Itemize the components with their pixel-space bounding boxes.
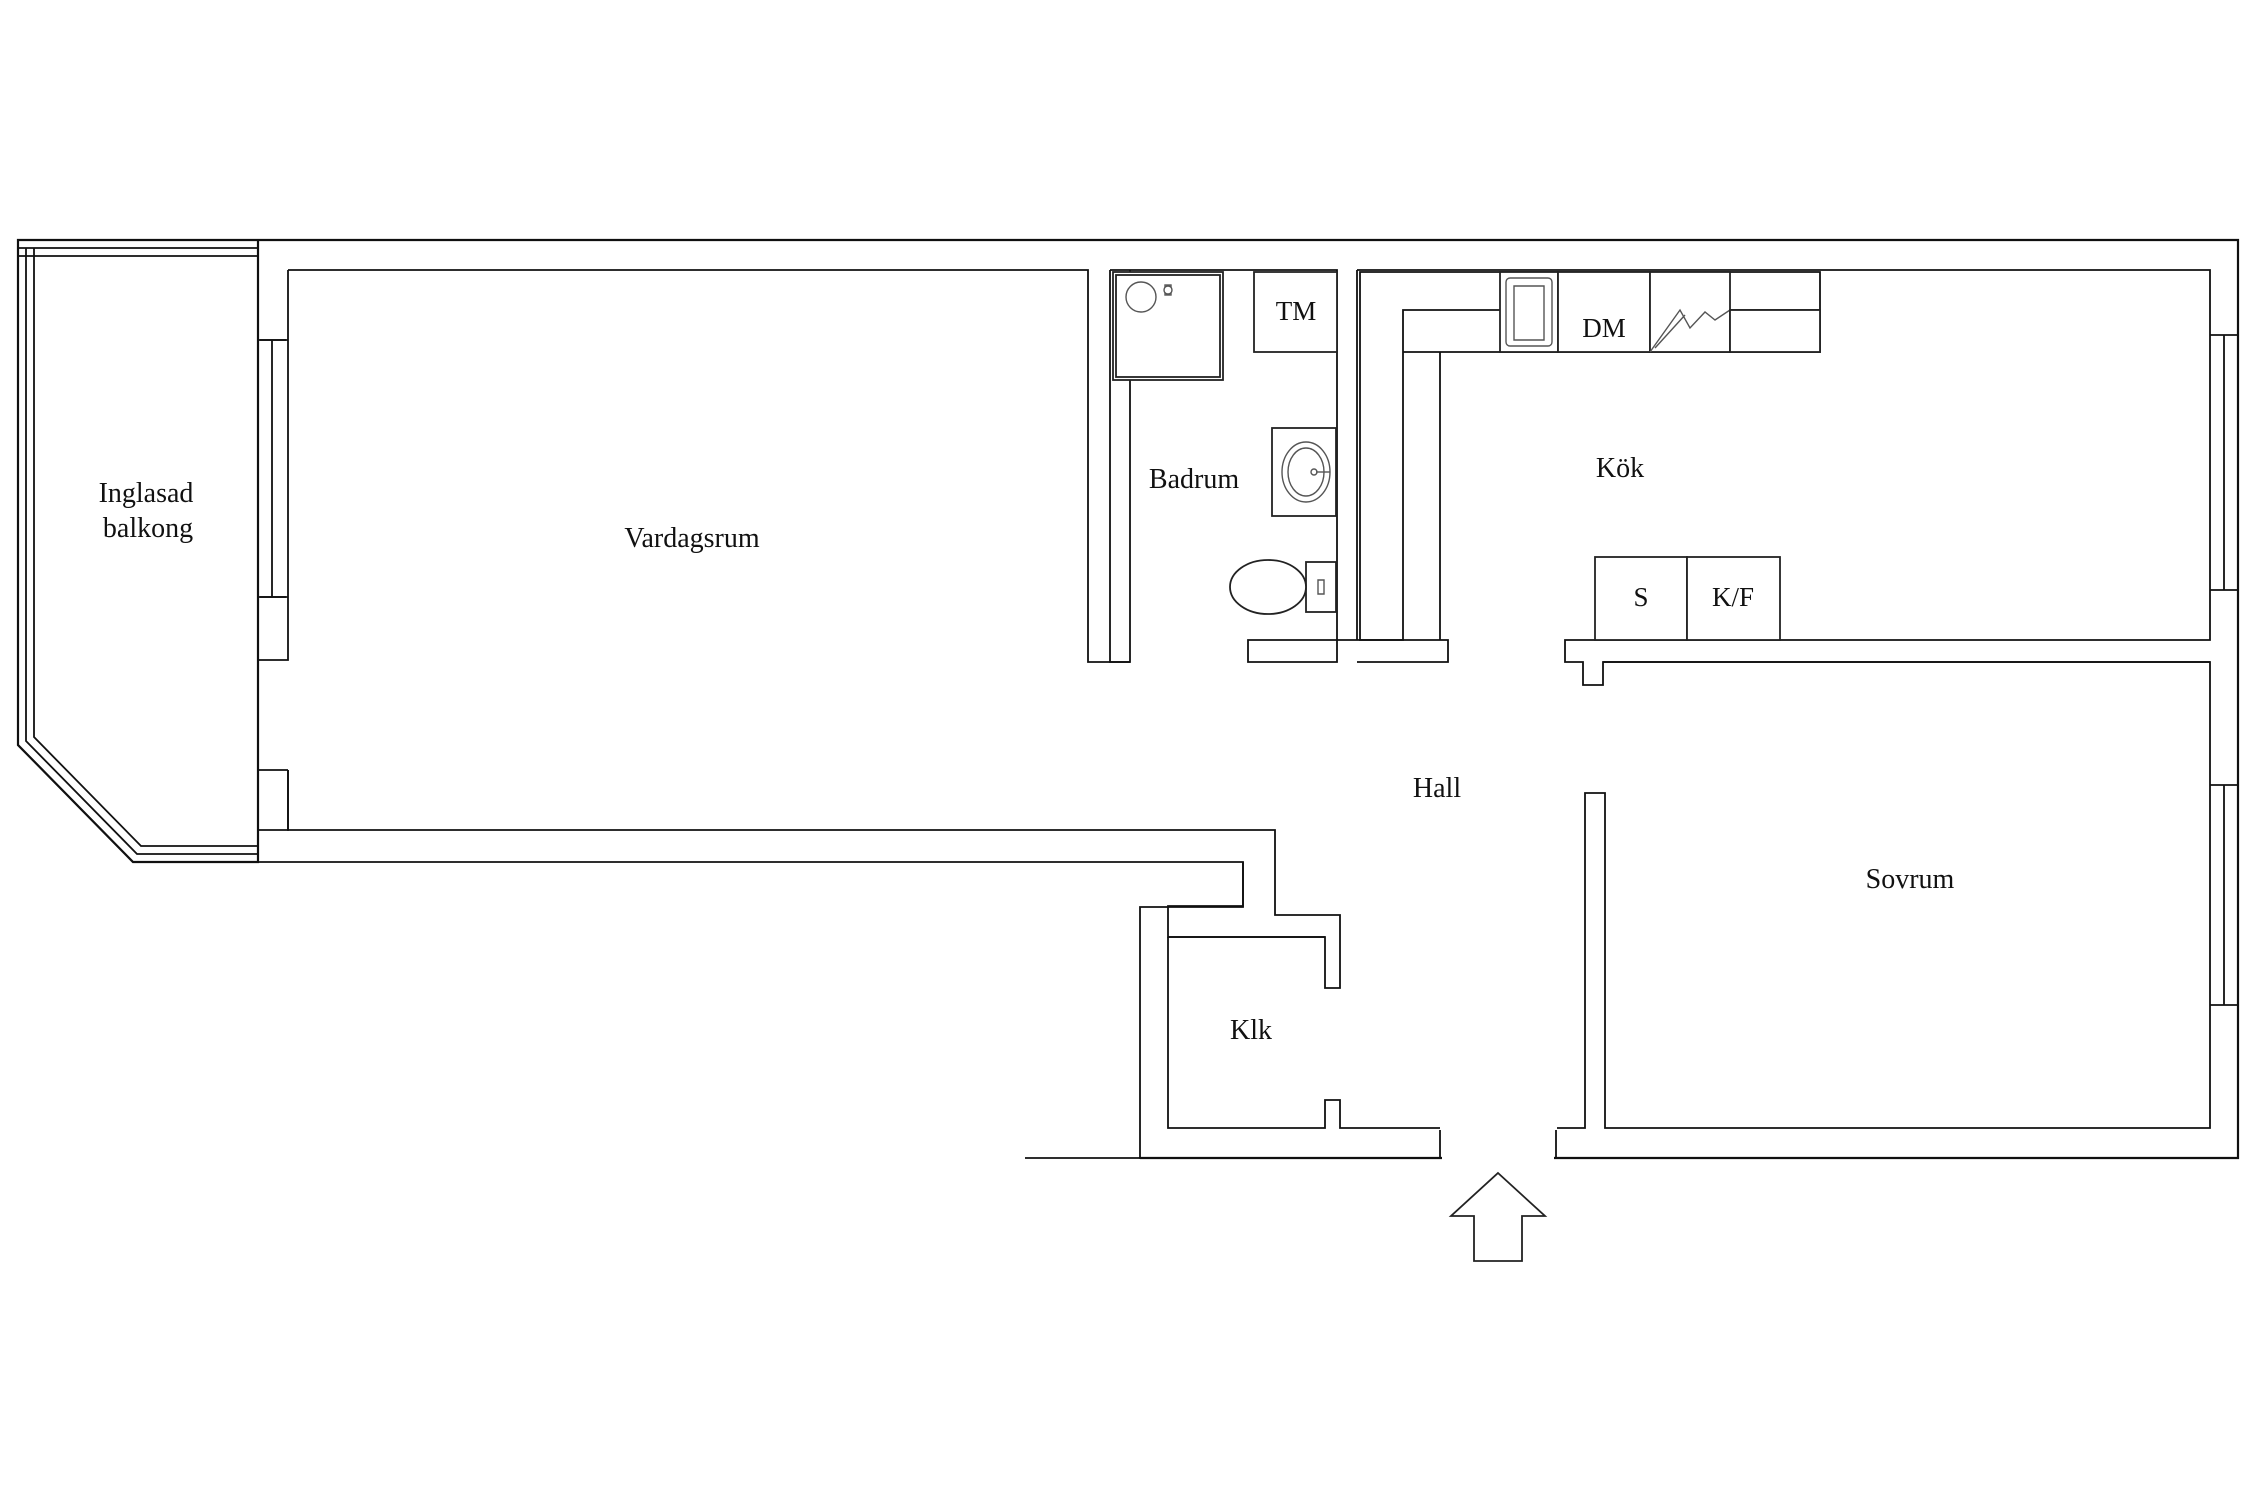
kf-label: K/F <box>1712 582 1754 612</box>
tm-box <box>1253 271 1338 353</box>
s-box <box>1594 556 1688 641</box>
s-label: S <box>1633 582 1648 612</box>
bathroom-label: Badrum <box>1149 464 1239 495</box>
kf-box <box>1686 556 1781 641</box>
bedroom-walls <box>1557 661 2238 1129</box>
counter-end <box>1729 309 1821 353</box>
hall-label: Hall <box>1413 773 1461 804</box>
closet-walls <box>1167 936 1440 1129</box>
outer-wall-main <box>17 239 2239 1159</box>
toilet-icon <box>1229 559 1337 615</box>
closet-label: Klk <box>1230 1015 1272 1046</box>
kitchen-walls <box>1357 269 2211 686</box>
stove-icon <box>1649 271 1731 353</box>
dm-box <box>1557 271 1651 353</box>
shower-icon <box>1112 271 1224 381</box>
balcony-label-2: balkong <box>103 513 193 544</box>
kitchen-sink-icon <box>1499 271 1559 353</box>
living-room-walls <box>287 269 1341 989</box>
living-room-label: Vardagsrum <box>624 523 760 554</box>
kitchen-label: Kök <box>1596 453 1644 484</box>
sink-icon <box>1271 427 1337 517</box>
bedroom-label: Sovrum <box>1866 864 1955 895</box>
dm-label: DM <box>1582 313 1626 343</box>
balcony-glazing <box>18 247 258 855</box>
balcony-label-1: Inglasad <box>99 478 194 509</box>
tm-label: TM <box>1276 296 1317 326</box>
entrance-arrow-icon <box>1448 1171 1548 1262</box>
